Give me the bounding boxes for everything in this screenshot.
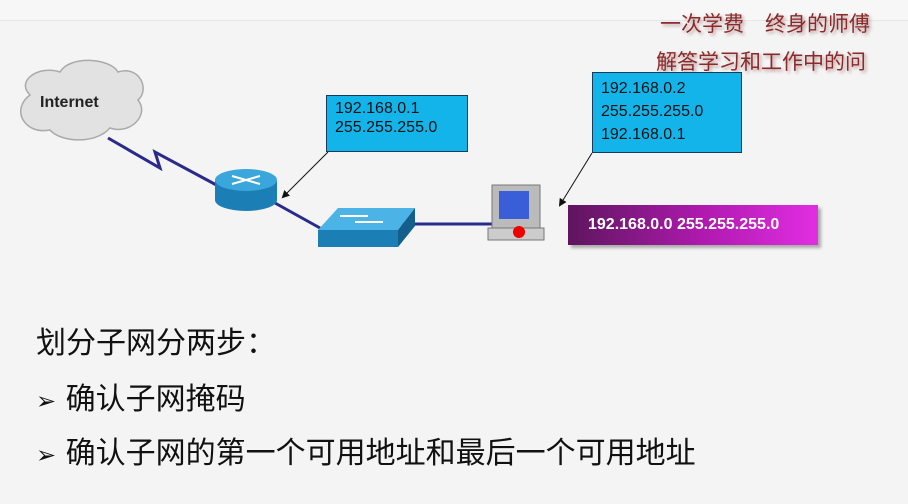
promo-line-1: 一次学费 终身的师傅	[660, 12, 870, 36]
pc-pointer	[558, 152, 593, 207]
router-ip-box: 192.168.0.1 255.255.255.0	[326, 95, 468, 152]
pc-mask: 255.255.255.0	[601, 103, 704, 120]
router-icon	[215, 169, 277, 211]
bullet-text: 确认子网掩码	[65, 382, 246, 417]
cloud-label: Internet	[40, 94, 99, 111]
router-pointer	[281, 151, 329, 199]
promo-line-2: 解答学习和工作中的问	[656, 50, 866, 74]
bullet-item: ➢ 确认子网掩码	[36, 374, 246, 418]
arrow-bullet-icon: ➢	[36, 441, 57, 469]
router-ip: 192.168.0.1	[335, 100, 420, 117]
pc-gateway: 192.168.0.1	[601, 126, 686, 143]
network-diagram	[19, 59, 593, 247]
pc-ip: 192.168.0.2	[601, 80, 686, 97]
cloud-icon	[19, 59, 144, 141]
heading: 划分子网分两步：	[36, 326, 276, 361]
pc-icon	[487, 184, 545, 241]
pc-ip-box: 192.168.0.2 255.255.255.0 192.168.0.1	[592, 72, 742, 153]
router-mask: 255.255.255.0	[335, 119, 438, 136]
wan-link	[107, 136, 223, 190]
router-switch-link	[274, 201, 321, 230]
bullet-item: ➢ 确认子网的第一个可用地址和最后一个可用地址	[36, 428, 696, 472]
top-band	[0, 0, 908, 21]
bullet-text: 确认子网的第一个可用地址和最后一个可用地址	[65, 436, 696, 471]
network-label: 192.168.0.0 255.255.255.0	[568, 205, 818, 245]
arrow-bullet-icon: ➢	[36, 387, 57, 415]
switch-icon	[318, 208, 415, 247]
